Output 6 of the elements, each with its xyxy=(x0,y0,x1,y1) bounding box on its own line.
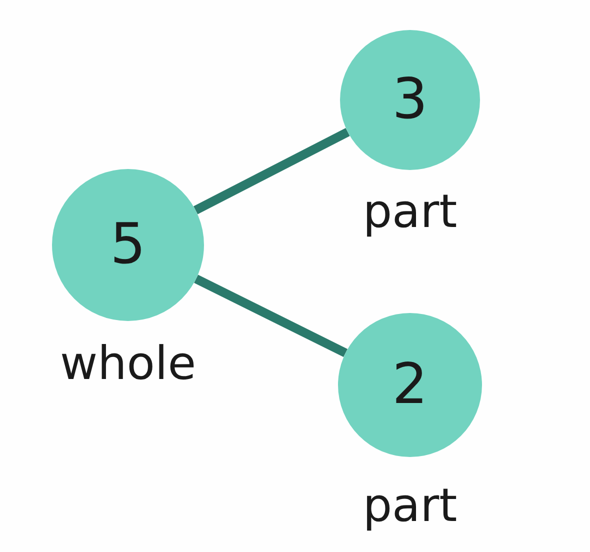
number: 3 xyxy=(392,72,428,128)
number: 2 xyxy=(392,357,428,413)
node-label: whole xyxy=(60,340,196,386)
connector-line xyxy=(194,128,350,214)
number: 5 xyxy=(110,217,146,273)
connector-line xyxy=(194,274,348,358)
